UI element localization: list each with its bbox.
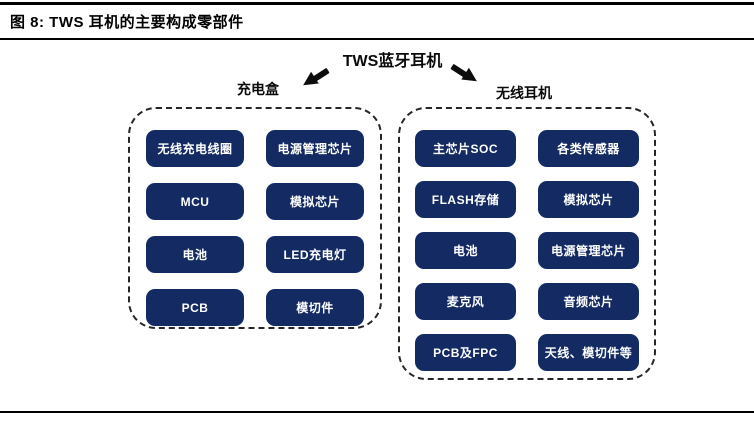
component-pill: 麦克风 [415,283,516,320]
arrow-down-left-icon [299,63,332,92]
title-underline-rule [0,38,754,40]
charging-case-components-box: 无线充电线圈 电源管理芯片 MCU 模拟芯片 电池 LED充电灯 PCB 模切件 [128,107,382,329]
component-pill: 各类传感器 [538,130,639,167]
component-pill: 模拟芯片 [538,181,639,218]
component-pill: 天线、模切件等 [538,334,639,371]
component-pill: 电池 [146,236,244,273]
component-pill: LED充电灯 [266,236,364,273]
component-pill: PCB及FPC [415,334,516,371]
wireless-earbuds-components-box: 主芯片SOC 各类传感器 FLASH存储 模拟芯片 电池 电源管理芯片 麦克风 … [398,107,656,380]
component-pill: 电源管理芯片 [538,232,639,269]
figure-title: 图 8: TWS 耳机的主要构成零部件 [10,14,244,31]
component-pill: 电池 [415,232,516,269]
top-rule [0,2,754,5]
component-pill: 模拟芯片 [266,183,364,220]
component-pill: MCU [146,183,244,220]
component-pill: FLASH存储 [415,181,516,218]
root-node-label: TWS蓝牙耳机 [342,53,443,70]
group-label-charging-case: 充电盒 [237,81,279,97]
component-pill: PCB [146,289,244,326]
component-pill: 主芯片SOC [415,130,516,167]
component-pill: 电源管理芯片 [266,130,364,167]
component-pill: 无线充电线圈 [146,130,244,167]
component-pill: 模切件 [266,289,364,326]
bottom-rule [0,411,754,413]
component-pill: 音频芯片 [538,283,639,320]
group-label-wireless-earbuds: 无线耳机 [496,85,552,101]
